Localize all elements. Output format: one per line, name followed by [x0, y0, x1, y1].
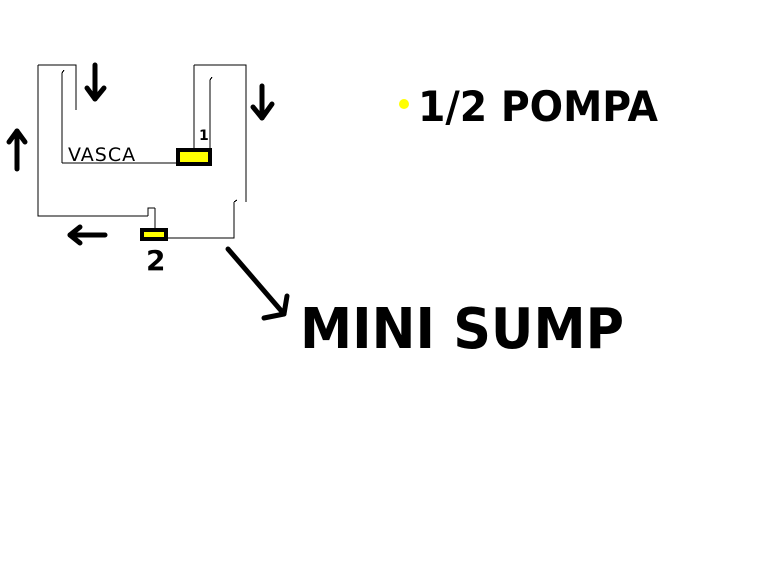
yellow-dot-icon — [399, 99, 409, 109]
arrow-up-icon — [6, 128, 28, 172]
pump-1 — [176, 148, 212, 166]
drain-pipe — [168, 202, 235, 239]
sump-label: MINI SUMP — [300, 297, 624, 362]
pump-1-label: 1 — [199, 128, 209, 144]
drain-pipe-tick — [233, 199, 238, 203]
pump-2-label: 2 — [146, 244, 165, 277]
arrow-down-icon — [250, 83, 275, 121]
tank-inner-left-tick — [61, 69, 65, 74]
arrow-diagonal-icon — [225, 246, 290, 321]
legend-text: 1/2 POMPA — [418, 82, 658, 131]
pump-2 — [140, 228, 168, 241]
return-pipe — [147, 207, 155, 216]
overflow-inner-tick — [209, 76, 213, 81]
tank-outer-wall — [37, 65, 148, 217]
tank-label: VASCA — [68, 144, 136, 166]
overflow-chamber-wall — [194, 64, 247, 202]
arrow-down-icon — [84, 62, 107, 102]
arrow-left-icon — [67, 224, 108, 246]
tank-right-outer-wall — [38, 64, 77, 110]
